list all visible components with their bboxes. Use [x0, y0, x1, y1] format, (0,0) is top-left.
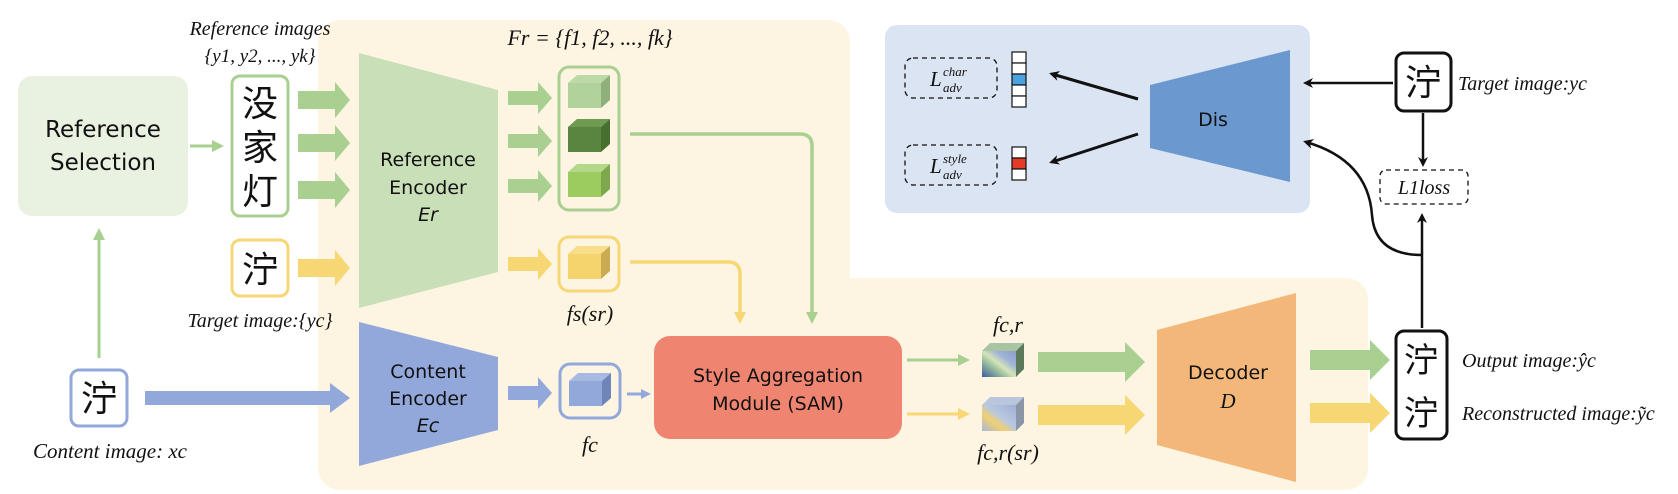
reference-input-arrows — [298, 82, 350, 208]
target-input-char: 泞 — [242, 250, 278, 291]
decoder-line1: Decoder — [1188, 362, 1268, 384]
content-input-char: 泞 — [81, 379, 117, 420]
style-loss-sup: style — [943, 151, 967, 166]
feature-cube-1 — [568, 75, 610, 108]
target-input-label: Target image:{yc} — [187, 310, 332, 332]
sam-line2: Module (SAM) — [712, 393, 844, 415]
target-image-right[interactable]: 泞 — [1394, 51, 1453, 113]
char-class-vector — [1011, 51, 1027, 108]
reconstructed-image-label: Reconstructed image:ỹc — [1461, 403, 1655, 425]
reference-encoder[interactable]: Reference Encoder Er — [359, 53, 498, 308]
reference-encoder-line2: Encoder — [389, 177, 467, 199]
fs-sr-feature-box[interactable] — [557, 235, 621, 293]
dis-to-style-arrow — [1049, 132, 1139, 165]
reference-char-1: 没 — [242, 84, 278, 125]
fcr-cube — [982, 343, 1024, 377]
target-image-input[interactable]: 泞 — [230, 238, 290, 298]
fc-feature-box[interactable] — [558, 362, 622, 420]
fs-sr-to-sam-arrow — [630, 260, 746, 324]
content-image-input[interactable]: 泞 — [69, 368, 129, 428]
char-loss-sup: char — [943, 64, 968, 79]
reference-selection-line1: Reference — [45, 117, 161, 143]
output-char: 泞 — [1404, 341, 1438, 381]
decoder[interactable]: Decoder D — [1157, 293, 1296, 482]
style-class-vector — [1011, 146, 1027, 181]
reference-char-2: 家 — [242, 128, 278, 169]
reference-features-box[interactable] — [557, 65, 621, 212]
output-images-stack[interactable]: 泞 泞 — [1394, 329, 1449, 441]
reference-encoder-line1: Reference — [380, 149, 476, 171]
reference-encoder-symbol: Er — [418, 204, 439, 226]
feature-set-label: Fr = {f1, f2, ..., fk} — [506, 25, 672, 50]
decoder-to-reconstructed-arrow — [1310, 393, 1390, 433]
discriminator[interactable]: Dis — [1150, 50, 1290, 182]
l1-loss-label: L1loss — [1397, 177, 1450, 199]
content-to-encoder-arrow — [145, 383, 350, 413]
output-image-label: Output image:ŷc — [1462, 350, 1596, 372]
reconstructed-char: 泞 — [1404, 394, 1438, 434]
char-loss-base: L — [929, 67, 942, 91]
style-adv-loss-box: L style adv — [904, 144, 998, 186]
char-loss-sub: adv — [943, 80, 962, 95]
fs-sr-label: fs(sr) — [567, 301, 613, 326]
fcr-label: fc,r — [993, 312, 1023, 337]
fcr-sr-to-decoder-arrow — [1038, 395, 1145, 435]
decoder-to-output-arrow — [1310, 340, 1390, 380]
content-encoder-line2: Encoder — [389, 388, 467, 410]
decoder-symbol: D — [1219, 389, 1235, 413]
output-to-dis-arrow — [1303, 139, 1423, 257]
reference-selection-block[interactable]: Reference Selection — [18, 76, 188, 216]
ref-features-to-sam-arrow — [630, 132, 818, 324]
fc-label: fc — [582, 432, 598, 457]
content-encoder[interactable]: Content Encoder Ec — [359, 322, 498, 466]
content-input-label: Content image: xc — [33, 439, 188, 463]
fcr-sr-cube — [982, 397, 1024, 431]
style-loss-base: L — [929, 154, 942, 178]
reference-selection-line2: Selection — [50, 150, 156, 176]
encoder-feature-arrows — [508, 82, 552, 409]
fcr-to-decoder-arrow — [1038, 342, 1145, 382]
dis-to-char-arrow — [1049, 71, 1139, 101]
reference-images-stack[interactable]: 没 家 灯 — [230, 74, 290, 218]
sam-line1: Style Aggregation — [693, 365, 863, 387]
char-adv-loss-box: L char adv — [904, 57, 998, 99]
feature-cube-3 — [568, 164, 610, 197]
reference-images-set-label: {y1, y2, ..., yk} — [205, 46, 316, 67]
dis-label: Dis — [1198, 109, 1228, 131]
content-encoder-line1: Content — [390, 361, 466, 383]
reference-char-3: 灯 — [242, 172, 278, 213]
target-to-encoder-arrow — [298, 250, 350, 286]
target-right-char: 泞 — [1405, 63, 1441, 104]
content-encoder-symbol: Ec — [417, 415, 440, 437]
l1-loss-box: L1loss — [1379, 169, 1469, 205]
feature-cube-2 — [568, 119, 610, 152]
reference-images-title: Reference images — [189, 18, 331, 40]
style-loss-sub: adv — [943, 167, 962, 182]
target-right-label: Target image:yc — [1458, 73, 1587, 95]
fcr-sr-label: fc,r(sr) — [977, 440, 1039, 465]
style-aggregation-module[interactable]: Style Aggregation Module (SAM) — [654, 336, 902, 439]
